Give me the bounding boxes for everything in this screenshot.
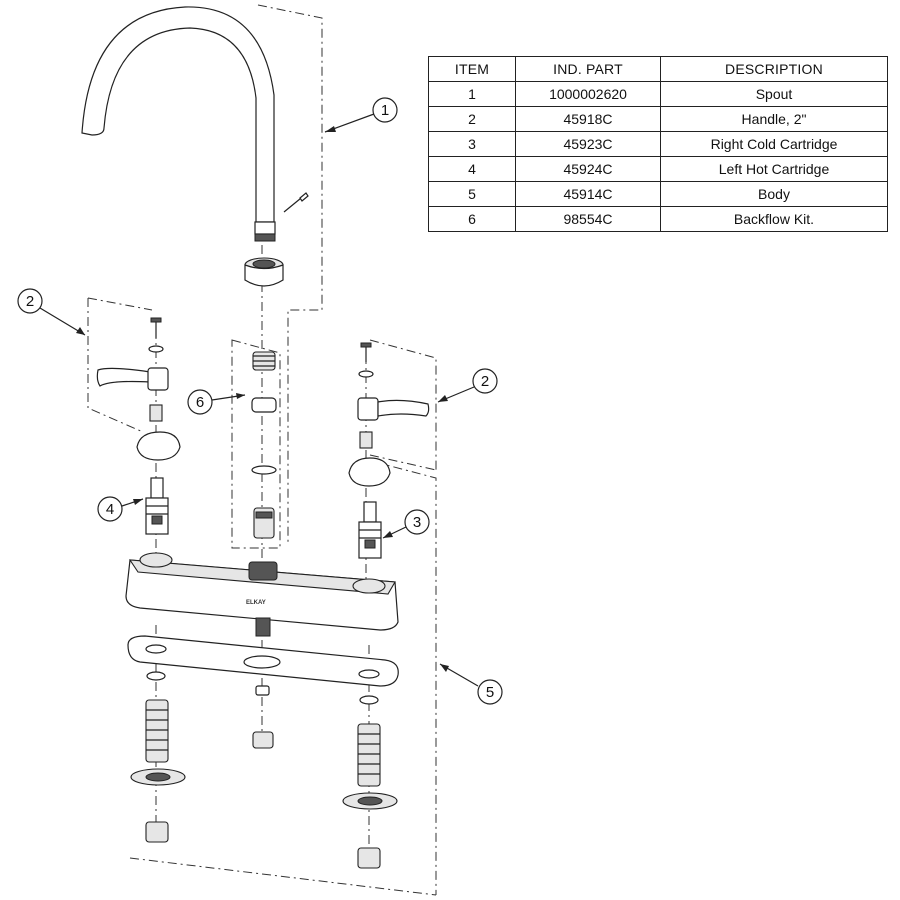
callout-3: 3 xyxy=(382,509,430,539)
row-description: Left Hot Cartridge xyxy=(660,156,888,182)
callout-5: 5 xyxy=(439,663,503,705)
callout-label-2-right: 2 xyxy=(481,373,489,390)
callout-1: 1 xyxy=(324,97,398,133)
center-lower-fittings xyxy=(252,685,274,749)
table-row: 6 98554C Backflow Kit. xyxy=(428,206,888,232)
callout-label-6: 6 xyxy=(196,394,204,411)
table-row: 2 45918C Handle, 2" xyxy=(428,106,888,132)
callout-label-1: 1 xyxy=(381,102,389,119)
row-part: 45914C xyxy=(515,181,661,207)
left-supply-shank xyxy=(130,671,186,843)
table-header-row: ITEM IND. PART DESCRIPTION xyxy=(428,56,888,82)
left-handle-group xyxy=(96,317,181,461)
row-description: Body xyxy=(660,181,888,207)
row-part: 98554C xyxy=(515,206,661,232)
row-part: 45924C xyxy=(515,156,661,182)
table-row: 4 45924C Left Hot Cartridge xyxy=(428,156,888,182)
row-part: 1000002620 xyxy=(515,81,661,107)
callout-label-3: 3 xyxy=(413,514,421,531)
spout-nut xyxy=(244,257,284,287)
table-row: 1 1000002620 Spout xyxy=(428,81,888,107)
callout-2-right: 2 xyxy=(437,368,498,403)
row-item: 1 xyxy=(428,81,516,107)
left-hot-cartridge xyxy=(145,477,169,535)
backflow-kit xyxy=(251,351,277,539)
deck-gasket xyxy=(127,635,399,687)
header-ind-part: IND. PART xyxy=(515,56,661,82)
brand-mark: ELKAY xyxy=(246,600,266,606)
callout-label-2-left: 2 xyxy=(26,293,34,310)
callout-6: 6 xyxy=(187,389,246,415)
callout-label-4: 4 xyxy=(106,501,114,518)
callout-label-5: 5 xyxy=(486,684,494,701)
table-row: 3 45923C Right Cold Cartridge xyxy=(428,131,888,157)
row-item: 5 xyxy=(428,181,516,207)
right-cold-cartridge xyxy=(358,501,382,559)
row-description: Right Cold Cartridge xyxy=(660,131,888,157)
table-row: 5 45914C Body xyxy=(428,181,888,207)
row-description: Spout xyxy=(660,81,888,107)
row-item: 6 xyxy=(428,206,516,232)
row-description: Backflow Kit. xyxy=(660,206,888,232)
header-description: DESCRIPTION xyxy=(660,56,888,82)
row-part: 45923C xyxy=(515,131,661,157)
right-handle-group xyxy=(348,342,430,487)
row-description: Handle, 2" xyxy=(660,106,888,132)
row-part: 45918C xyxy=(515,106,661,132)
callout-4: 4 xyxy=(97,496,144,522)
spout xyxy=(81,6,309,242)
callout-2-left: 2 xyxy=(17,288,86,336)
row-item: 4 xyxy=(428,156,516,182)
header-item: ITEM xyxy=(428,56,516,82)
parts-table: ITEM IND. PART DESCRIPTION 1 1000002620 … xyxy=(428,56,888,232)
row-item: 3 xyxy=(428,131,516,157)
faucet-body: ELKAY xyxy=(125,552,399,637)
right-supply-shank xyxy=(342,695,398,869)
row-item: 2 xyxy=(428,106,516,132)
